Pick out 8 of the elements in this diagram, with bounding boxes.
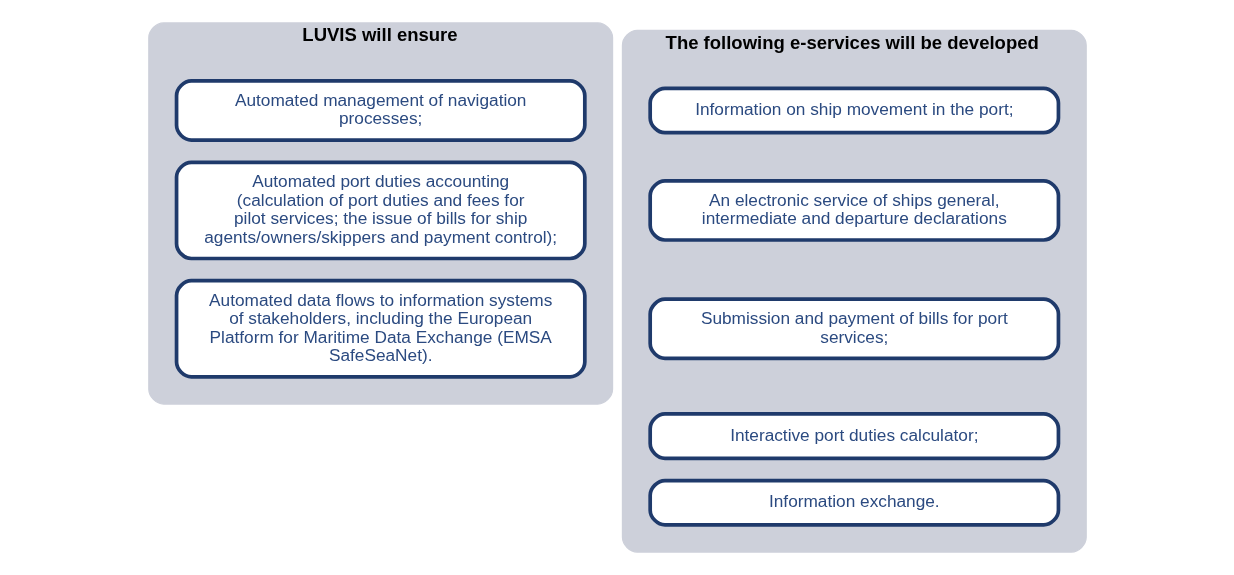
node-box: Information exchange. (647, 478, 1060, 527)
node-box: Automated port duties accounting (calculation of port duties and fees for pilot services; the issue of bills for ship agents/owners/skippers and payment control); (174, 160, 587, 261)
node-box: Submission and payment of bills for port services; (647, 297, 1060, 361)
node-box: An electronic service of ships general, intermediate and departure declarations (647, 178, 1060, 242)
node-box: Information on ship movement in the port; (647, 86, 1060, 135)
node-box: Automated management of navigation processes; (174, 79, 587, 142)
node-box: Interactive port duties calculator; (647, 412, 1060, 461)
node-box: Automated data flows to information systems of stakeholders, including the European Platform for Maritime Data Exchange (EMSA SafeSeaNet). (174, 278, 587, 379)
